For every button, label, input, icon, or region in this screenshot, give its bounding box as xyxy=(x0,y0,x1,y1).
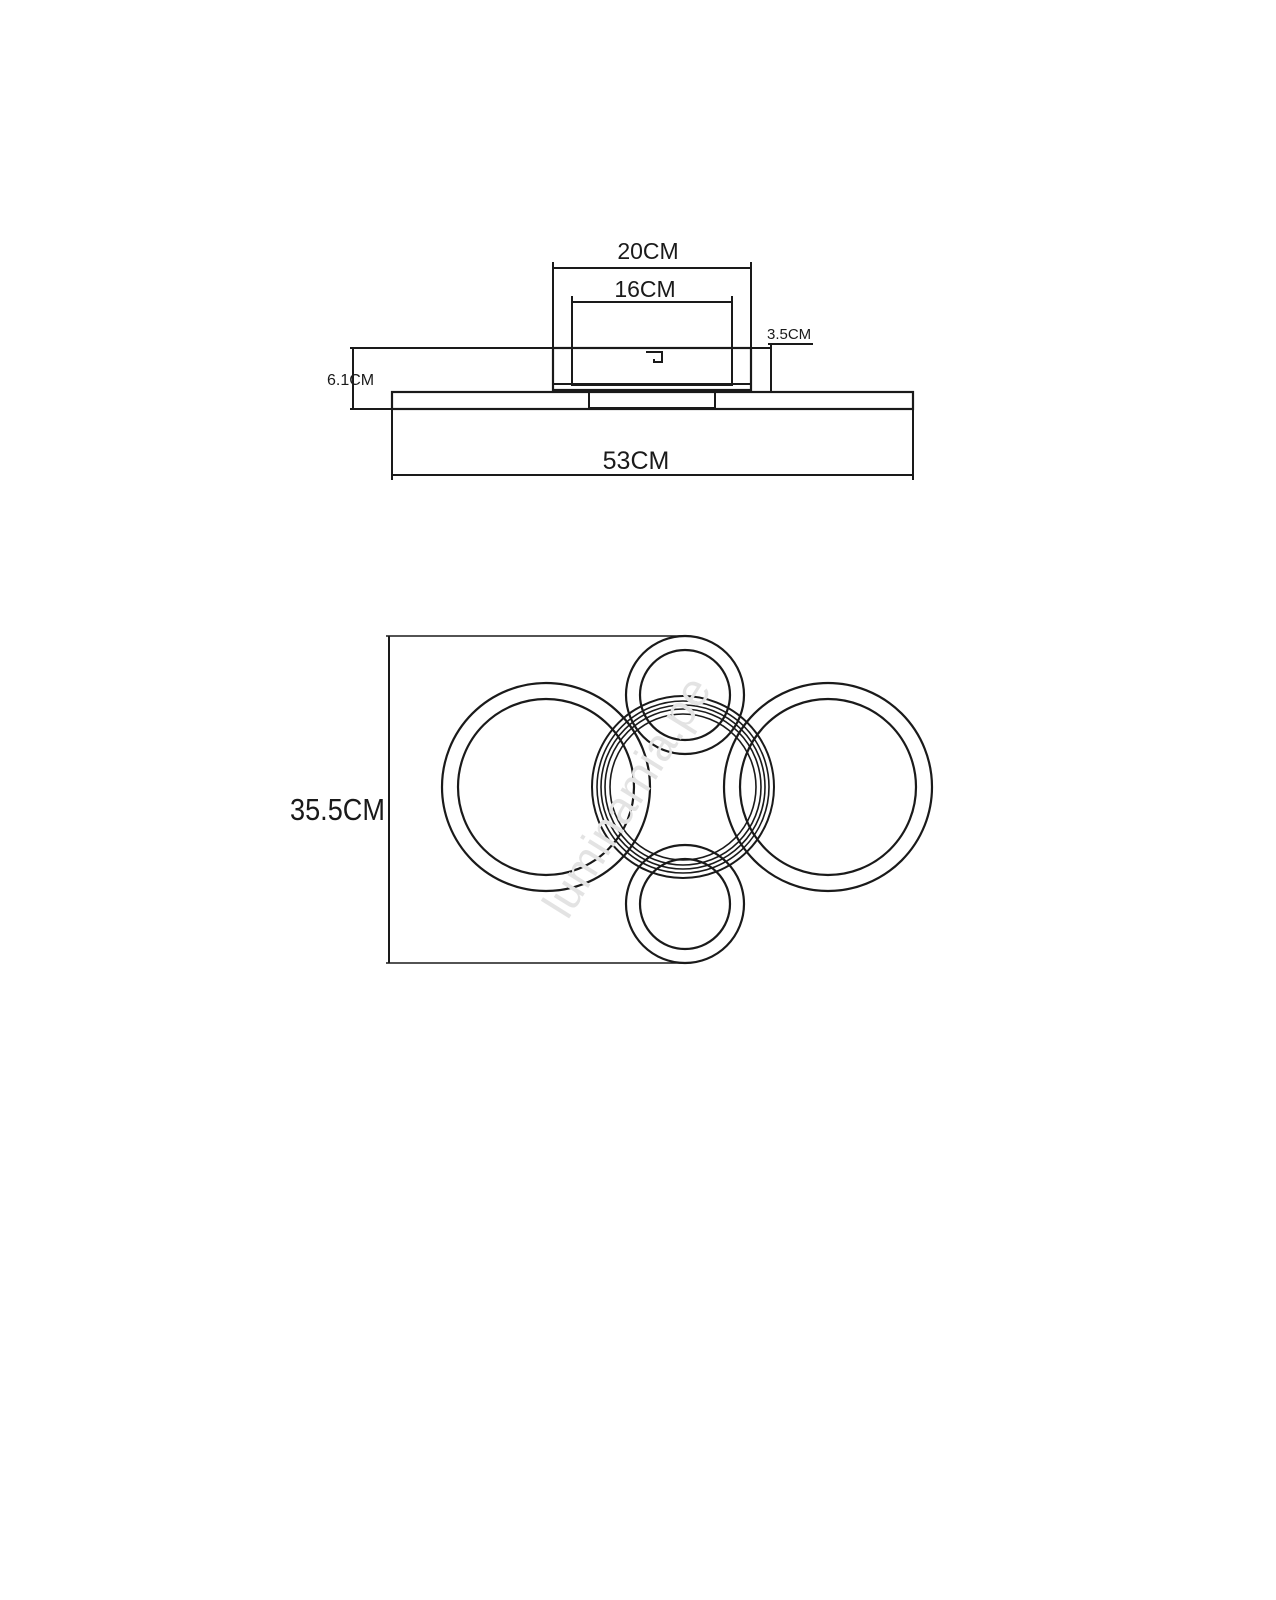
dim-label-53cm: 53CM xyxy=(603,447,670,475)
dim-total-height: 6.1CM xyxy=(327,347,770,410)
lamp-body-profile xyxy=(390,390,915,411)
dim-mount-inner-width: 16CM xyxy=(571,276,733,348)
dim-label-3-5cm: 3.5CM xyxy=(767,326,811,343)
dim-mount-height: 3.5CM xyxy=(767,326,813,392)
dim-label-35-5cm: 35.5CM xyxy=(290,792,385,827)
ring-left xyxy=(440,681,652,893)
dim-total-width: 53CM xyxy=(391,409,914,480)
top-view: 35.5CM luminamia.pe xyxy=(290,634,934,965)
mount-clip xyxy=(646,351,663,363)
dim-label-16cm: 16CM xyxy=(614,276,675,302)
side-view: 20CM 16CM 3.5CM 6.1CM 53CM xyxy=(327,238,915,480)
ring-right xyxy=(722,681,934,893)
dim-label-20cm: 20CM xyxy=(617,238,678,264)
dim-label-6-1cm: 6.1CM xyxy=(327,372,374,389)
dim-depth: 35.5CM xyxy=(290,635,685,964)
mount-inner-box xyxy=(571,347,733,386)
dim-mount-outer-width: 20CM xyxy=(552,238,752,348)
center-disc xyxy=(591,695,775,879)
ring-bottom xyxy=(624,843,746,965)
